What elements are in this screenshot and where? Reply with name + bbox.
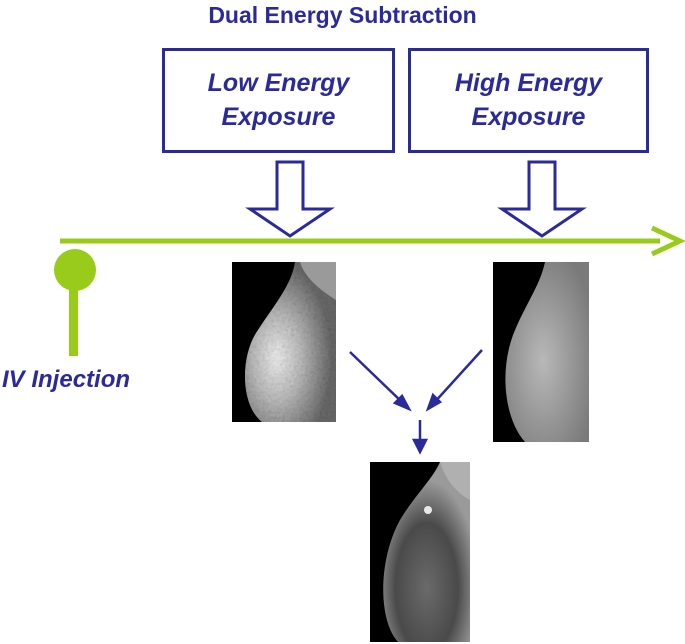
low-energy-line1: Low Energy <box>207 68 350 97</box>
high-energy-exposure-box: High Energy Exposure <box>408 48 649 153</box>
low-energy-exposure-box: Low Energy Exposure <box>162 48 395 153</box>
high-energy-line2: Exposure <box>471 102 586 131</box>
small-arrow-left-icon <box>349 351 405 405</box>
small-arrow-right-icon <box>432 349 483 405</box>
low-energy-line2: Exposure <box>221 102 336 131</box>
timeline-arrow <box>60 225 685 257</box>
small-arrows <box>349 349 483 455</box>
high-energy-line1: High Energy <box>454 68 603 97</box>
low-energy-image <box>232 262 336 422</box>
injection-marker-icon <box>54 249 96 356</box>
high-energy-image <box>493 262 589 442</box>
iv-injection-label: IV Injection <box>2 366 131 393</box>
subtracted-image <box>370 462 470 642</box>
diagram-title: Dual Energy Subtraction <box>208 2 477 28</box>
low-energy-down-arrow-icon <box>245 160 335 238</box>
high-energy-down-arrow-icon <box>497 160 587 238</box>
